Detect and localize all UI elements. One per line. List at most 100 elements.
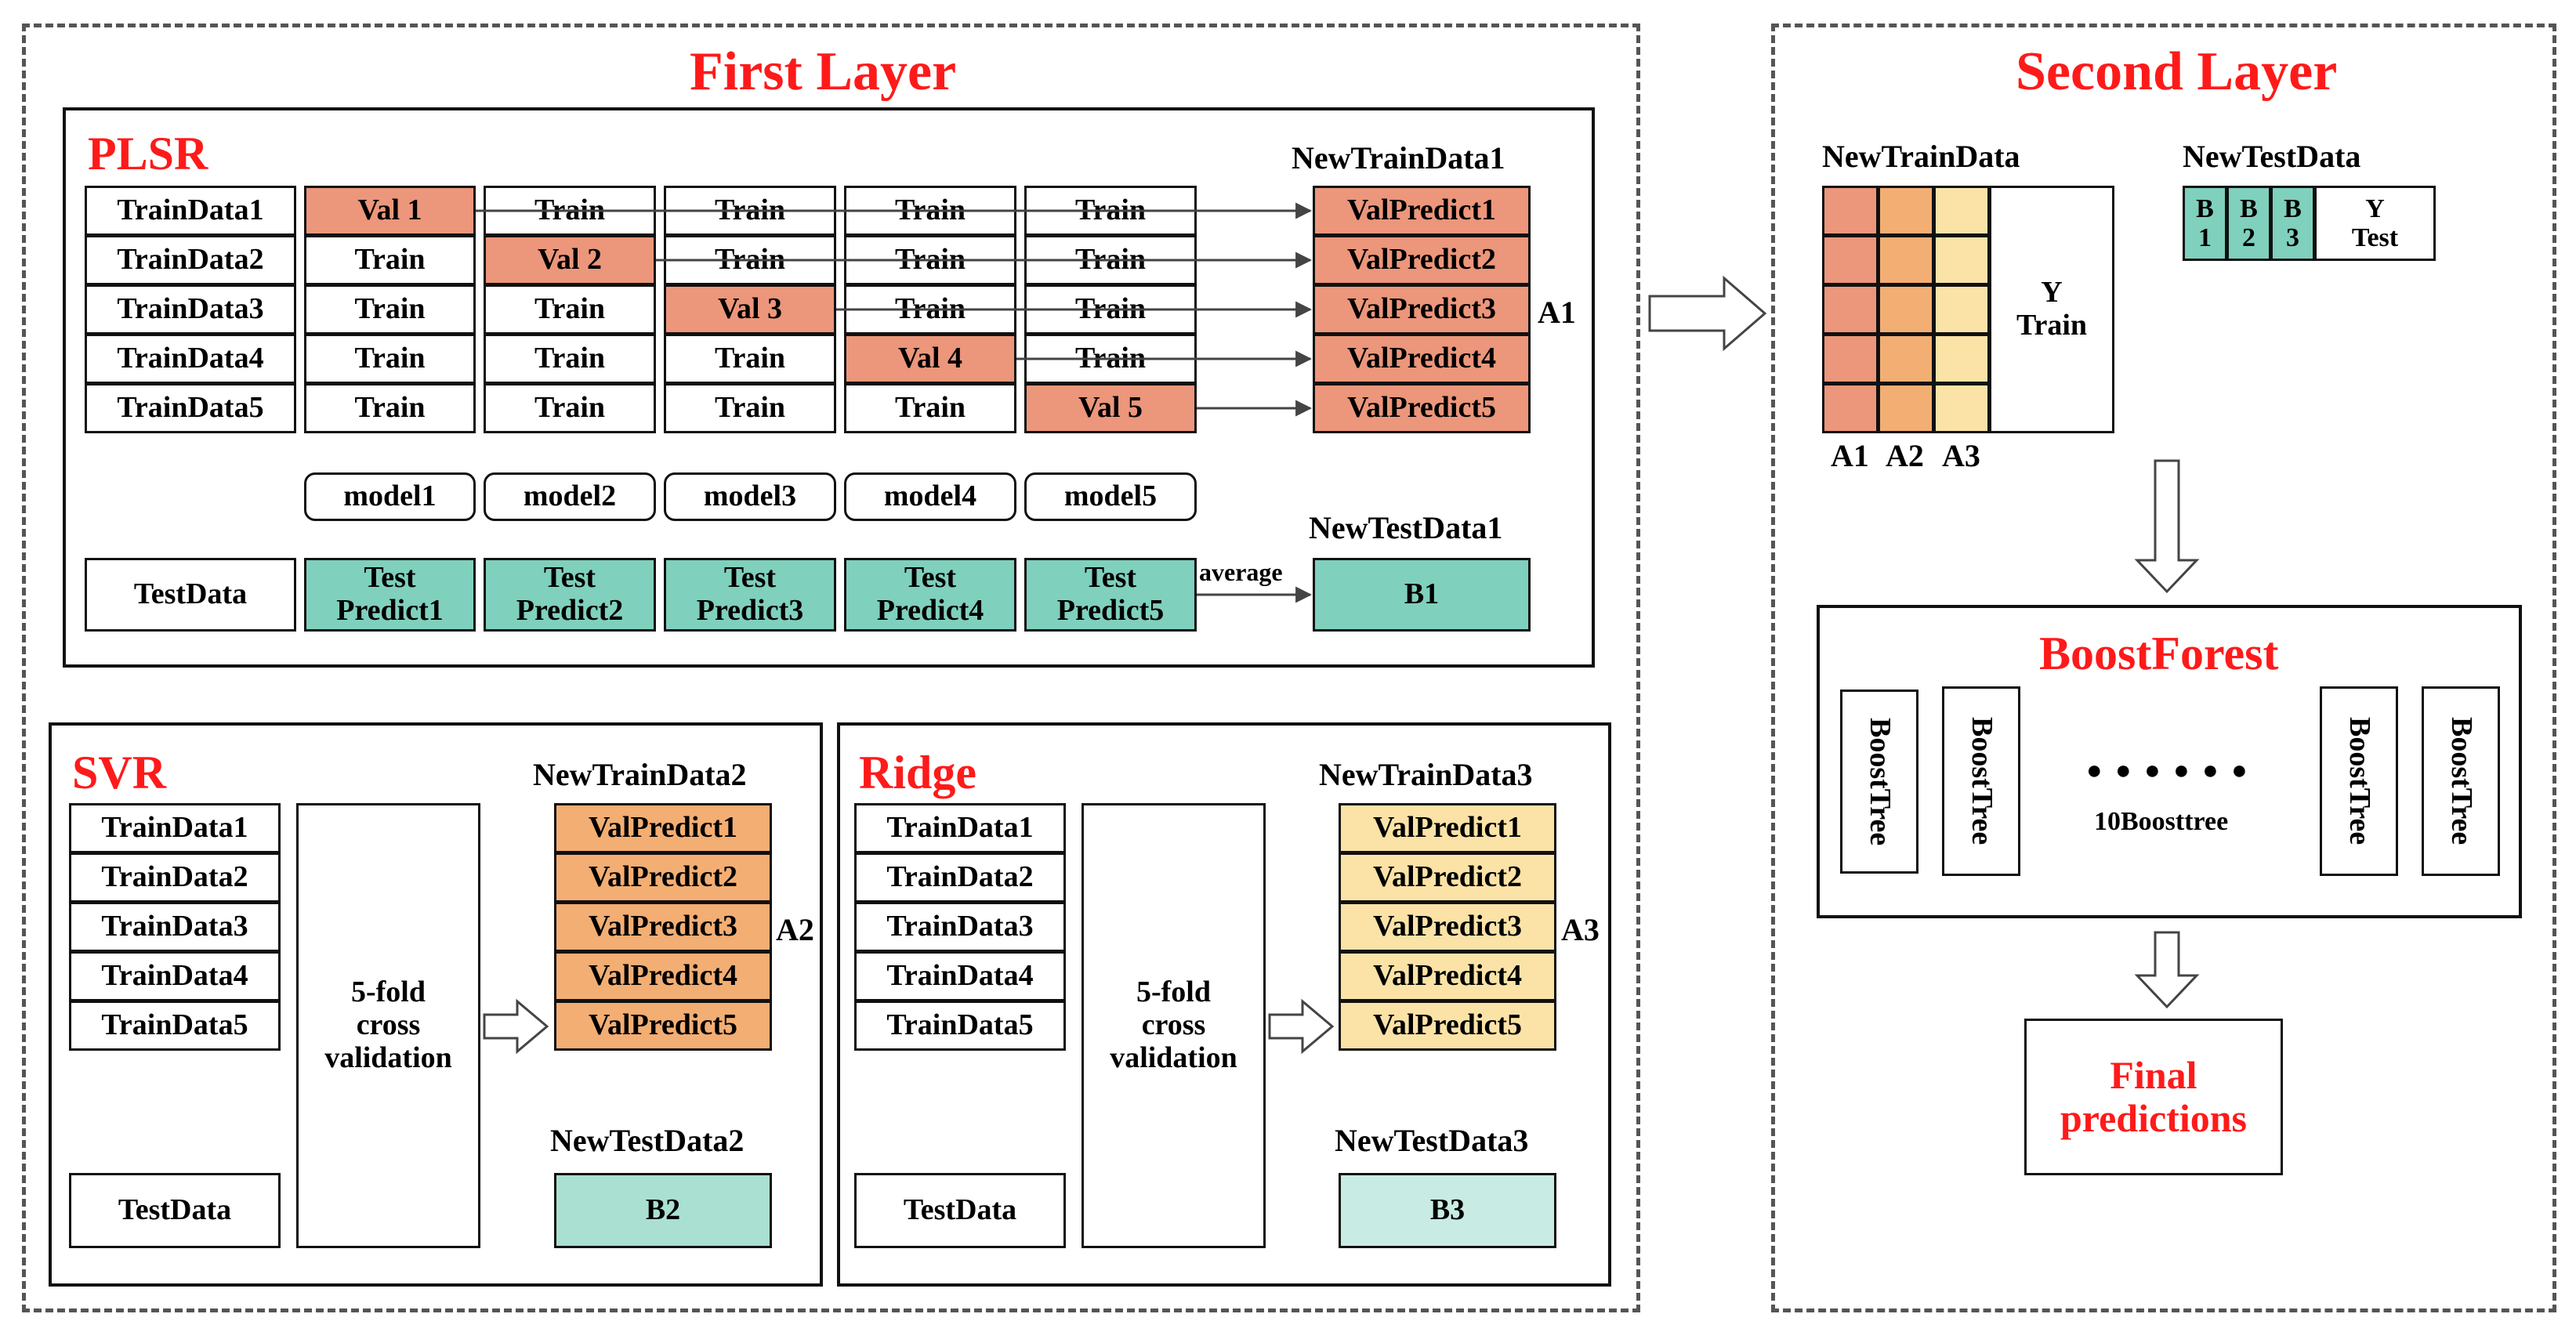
y-test-line2: Test	[2351, 223, 2399, 252]
ridge-val-predict: ValPredict1	[1339, 803, 1556, 853]
a2-cell	[1878, 334, 1934, 384]
plsr-model-box: model5	[1024, 472, 1197, 521]
svr-val-predict: ValPredict1	[554, 803, 772, 853]
b-cell-line2: 3	[2286, 223, 2299, 252]
a2-cell	[1878, 235, 1934, 285]
svr-new-train-title: NewTrainData2	[533, 757, 747, 792]
svr-train-item: TrainData4	[69, 951, 281, 1001]
y-train-line2: Train	[2016, 309, 2088, 342]
svr-a-label: A2	[776, 912, 814, 947]
a3-cell	[1933, 186, 1990, 236]
a1-cell	[1822, 284, 1879, 335]
test-predict-line2: Predict2	[516, 594, 624, 627]
plsr-new-train-title: NewTrainData1	[1292, 140, 1505, 176]
plsr-model-box: model2	[484, 472, 656, 521]
test-predict-line2: Predict5	[1056, 594, 1165, 627]
plsr-fold-cell: Train	[844, 235, 1016, 285]
plsr-fold-cell: Train	[1024, 235, 1197, 285]
boost-tree-label: BoostTree	[1965, 717, 1998, 845]
first-layer-title: First Layer	[690, 42, 957, 102]
plsr-fold-cell-val: Val 2	[484, 235, 656, 285]
second-layer-frame	[1771, 24, 2556, 1312]
ridge-train-item: TrainData1	[854, 803, 1066, 853]
plsr-train-label: TrainData2	[85, 235, 296, 285]
a2-cell	[1878, 186, 1934, 236]
svr-test-data: TestData	[69, 1173, 281, 1248]
plsr-train-label: TrainData1	[85, 186, 296, 236]
plsr-fold-cell: Train	[664, 235, 836, 285]
ridge-train-item: TrainData5	[854, 1001, 1066, 1051]
a2-cell	[1878, 284, 1934, 335]
a1-cell	[1822, 383, 1879, 433]
plsr-val-predict: ValPredict5	[1313, 383, 1531, 433]
b-cell-line1: B	[2284, 194, 2302, 223]
plsr-train-label: TrainData5	[85, 383, 296, 433]
plsr-val-predict: ValPredict4	[1313, 334, 1531, 384]
boost-tree-label: BoostTree	[2444, 717, 2478, 845]
ridge-val-predict: ValPredict2	[1339, 852, 1556, 903]
boost-tree-label: BoostTree	[1863, 717, 1897, 846]
ridge-test-data: TestData	[854, 1173, 1066, 1248]
svr-train-item: TrainData1	[69, 803, 281, 853]
a3-cell	[1933, 383, 1990, 433]
plsr-fold-cell-val: Val 3	[664, 284, 836, 335]
svr-b-box: B2	[554, 1173, 772, 1248]
svr-val-predict: ValPredict2	[554, 852, 772, 903]
plsr-fold-cell: Train	[484, 334, 656, 384]
plsr-model-box: model4	[844, 472, 1016, 521]
plsr-fold-cell: Train	[844, 284, 1016, 335]
test-predict-line2: Predict4	[876, 594, 984, 627]
plsr-train-label: TrainData4	[85, 334, 296, 384]
boost-tree: BoostTree	[2422, 686, 2500, 876]
plsr-fold-cell-val: Val 5	[1024, 383, 1197, 433]
svr-cv-line1: 5-fold	[351, 975, 426, 1009]
plsr-model-box: model3	[664, 472, 836, 521]
y-test-line1: Y	[2365, 194, 2385, 223]
second-layer-title: Second Layer	[2016, 42, 2338, 102]
plsr-fold-cell: Train	[664, 383, 836, 433]
a2-cell	[1878, 383, 1934, 433]
a1-cell	[1822, 334, 1879, 384]
plsr-fold-cell: Train	[1024, 284, 1197, 335]
ridge-val-predict: ValPredict5	[1339, 1001, 1556, 1051]
plsr-fold-cell: Train	[664, 334, 836, 384]
svr-val-predict: ValPredict4	[554, 951, 772, 1001]
ridge-cv-line3: validation	[1110, 1041, 1237, 1074]
svr-train-item: TrainData2	[69, 852, 281, 903]
b-cell-line1: B	[2196, 194, 2214, 223]
ridge-cv-line2: cross	[1141, 1008, 1206, 1042]
plsr-new-test-title: NewTestData1	[1309, 510, 1503, 545]
svr-new-test-title: NewTestData2	[550, 1123, 745, 1158]
plsr-test-data: TestData	[85, 558, 296, 632]
b-cell-line2: 2	[2242, 223, 2255, 252]
a3-cell	[1933, 235, 1990, 285]
plsr-fold-cell: Train	[484, 284, 656, 335]
test-predict-line1: Test	[364, 561, 416, 595]
plsr-fold-cell: Train	[304, 235, 476, 285]
ridge-train-item: TrainData3	[854, 902, 1066, 952]
plsr-b-box: B1	[1313, 558, 1531, 632]
test-predict-line1: Test	[543, 561, 596, 595]
a3-cell	[1933, 334, 1990, 384]
plsr-fold-cell-val: Val 1	[304, 186, 476, 236]
a-label: A1	[1831, 438, 1869, 473]
plsr-fold-cell: Train	[844, 383, 1016, 433]
y-train-line1: Y	[2041, 276, 2063, 309]
svr-cv-line3: validation	[324, 1041, 452, 1074]
plsr-model-box: model1	[304, 472, 476, 521]
plsr-label: PLSR	[88, 128, 208, 179]
plsr-fold-cell: Train	[664, 186, 836, 236]
layer-transfer-arrow	[1648, 275, 1767, 352]
final-line2: predictions	[2060, 1096, 2247, 1140]
plsr-fold-cell: Train	[844, 186, 1016, 236]
ridge-train-item: TrainData4	[854, 951, 1066, 1001]
plsr-fold-cell: Train	[304, 383, 476, 433]
boost-tree: BoostTree	[1942, 686, 2020, 876]
